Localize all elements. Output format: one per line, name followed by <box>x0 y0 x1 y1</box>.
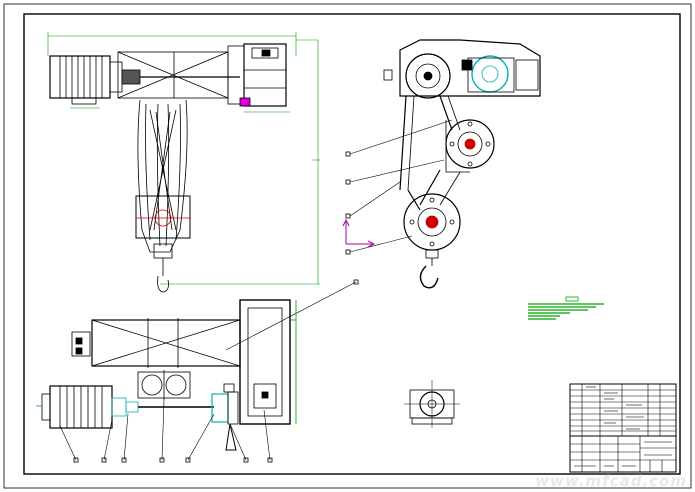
watermark-text: www.mfcad.com <box>535 472 687 490</box>
detail-view <box>404 380 460 428</box>
outer-border <box>3 3 692 489</box>
top-view <box>36 299 297 463</box>
front-view <box>47 32 320 293</box>
side-view <box>225 39 541 351</box>
title-block <box>569 383 677 473</box>
technical-notes <box>528 296 604 320</box>
inner-border <box>23 13 681 475</box>
